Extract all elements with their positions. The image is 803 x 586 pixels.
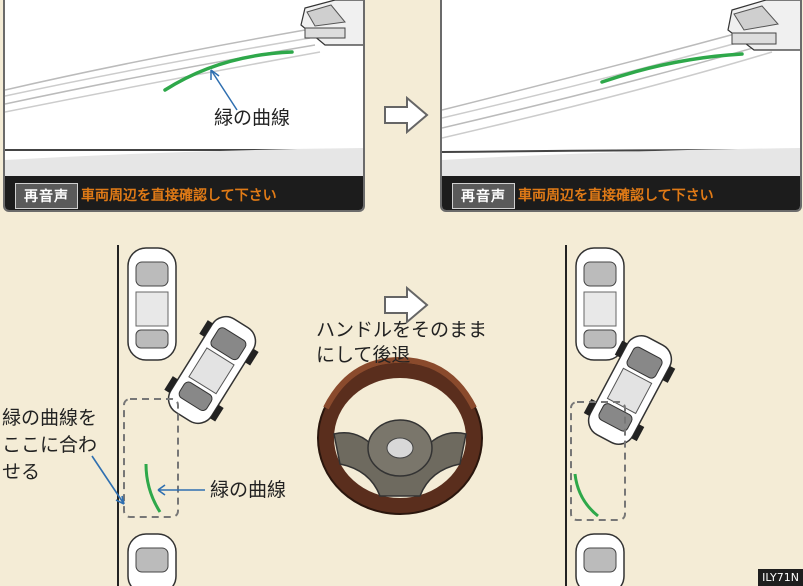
camera-view-before: 緑の曲線 再音声 車両周辺を直接確認して下さい	[3, 0, 365, 212]
callout-arrow-curve	[157, 484, 205, 496]
green-guide-curve	[573, 473, 599, 518]
right-arrow-icon	[384, 285, 429, 325]
curve-label: 緑の曲線	[210, 479, 287, 501]
warning-text: 車両周辺を直接確認して下さい	[81, 188, 277, 204]
figure-code: ILY71N	[758, 569, 803, 586]
camera-view-after: 再音声 車両周辺を直接確認して下さい	[440, 0, 802, 212]
curve-callout-label: 緑の曲線	[214, 107, 291, 129]
reversing-car	[583, 335, 676, 445]
parked-car-image	[300, 0, 363, 46]
green-guide-curve	[163, 50, 294, 92]
status-bar: 再音声 車両周辺を直接確認して下さい	[442, 176, 800, 210]
align-instruction-line2: ここに合わ	[2, 434, 98, 456]
steering-wheel-image	[317, 356, 483, 515]
replay-button[interactable]: 再音声	[452, 183, 515, 209]
green-guide-curve	[600, 52, 744, 84]
warning-text: 車両周辺を直接確認して下さい	[518, 188, 714, 204]
parked-car-rear	[127, 533, 177, 586]
callout-arrow-align	[91, 455, 125, 505]
align-instruction-line1: 緑の曲線を	[2, 407, 98, 429]
callout-arrow	[210, 69, 238, 111]
target-space	[123, 398, 179, 518]
replay-button[interactable]: 再音声	[15, 183, 78, 209]
parked-car-image	[727, 0, 800, 51]
right-arrow-icon	[384, 96, 429, 134]
parked-car-rear	[575, 533, 625, 586]
target-space	[570, 401, 626, 521]
green-guide-curve	[144, 463, 162, 513]
parked-car-front	[127, 247, 177, 361]
steering-instruction-line1: ハンドルをそのまま	[316, 319, 488, 341]
camera-scene	[442, 0, 800, 178]
align-instruction-line3: せる	[2, 461, 41, 483]
camera-scene	[5, 0, 363, 178]
steering-instruction-line2: にして後退	[316, 344, 411, 366]
parked-car-front	[575, 247, 625, 361]
reversing-car	[164, 315, 259, 425]
parking-diagram	[91, 245, 676, 586]
status-bar: 再音声 車両周辺を直接確認して下さい	[5, 176, 363, 210]
